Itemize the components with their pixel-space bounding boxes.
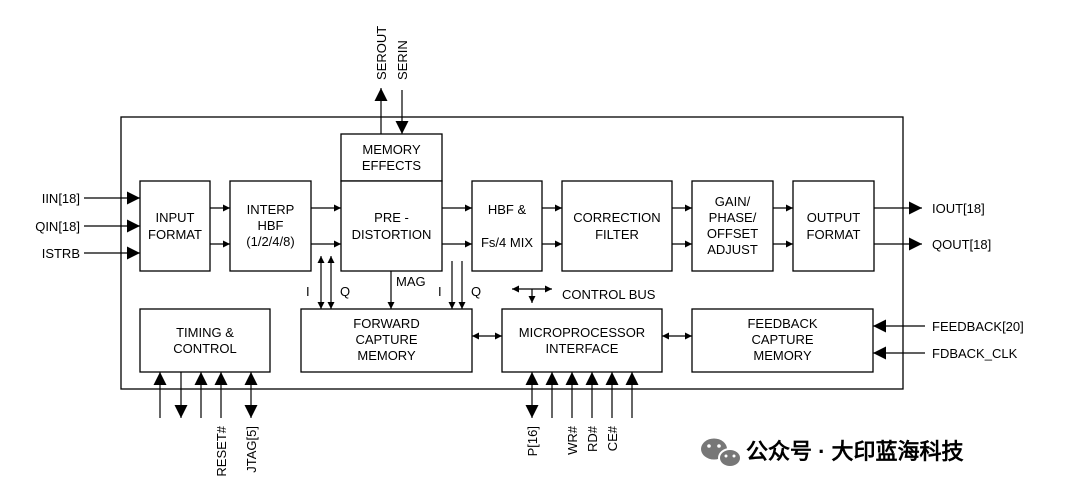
block-correction-filter: CORRECTION FILTER xyxy=(561,180,673,272)
output-format-line-2: FORMAT xyxy=(807,227,861,242)
hbf-mix-line-2: Fs/4 MIX xyxy=(481,235,533,250)
rd-label: RD# xyxy=(585,425,600,452)
input-format-line-1: INPUT xyxy=(156,210,195,225)
block-pre-distortion: PRE - DISTORTION xyxy=(340,180,443,272)
gain-phase-line-4: ADJUST xyxy=(707,242,758,257)
gain-phase-line-3: OFFSET xyxy=(707,226,758,241)
block-forward-capture-memory: FORWARD CAPTURE MEMORY xyxy=(300,308,473,373)
mag-label: MAG xyxy=(396,274,426,289)
interp-hbf-line-2: HBF xyxy=(258,218,284,233)
serin-label: SERIN xyxy=(395,40,410,80)
block-feedback-capture-memory: FEEDBACK CAPTURE MEMORY xyxy=(691,308,874,373)
iout-label: IOUT[18] xyxy=(932,201,985,216)
qout-label: QOUT[18] xyxy=(932,237,991,252)
memory-effects-line-1: MEMORY xyxy=(362,142,421,157)
control-bus-label: CONTROL BUS xyxy=(562,287,656,302)
interp-hbf-line-1: INTERP xyxy=(247,202,295,217)
timing-pins: RESET# JTAG[5] xyxy=(153,372,259,477)
correction-filter-line-1: CORRECTION xyxy=(573,210,660,225)
timing-control-line-2: CONTROL xyxy=(173,341,237,356)
forward-capture-line-3: MEMORY xyxy=(357,348,416,363)
forward-capture-line-2: CAPTURE xyxy=(355,332,417,347)
feedback-signals: FEEDBACK[20] FDBACK_CLK xyxy=(873,319,1024,361)
block-hbf-mix: HBF & Fs/4 MIX xyxy=(471,180,543,272)
istrb-label: ISTRB xyxy=(42,246,80,261)
block-input-format: INPUT FORMAT xyxy=(139,180,211,272)
timing-control-line-1: TIMING & xyxy=(176,325,234,340)
feedback-capture-line-3: MEMORY xyxy=(753,348,812,363)
block-gain-phase-offset: GAIN/ PHASE/ OFFSET ADJUST xyxy=(691,180,774,272)
block-memory-effects: MEMORY EFFECTS xyxy=(340,133,443,182)
pre-distortion-line-2: DISTORTION xyxy=(352,227,432,242)
block-microprocessor-interface: MICROPROCESSOR INTERFACE xyxy=(501,308,663,373)
gain-phase-line-1: GAIN/ xyxy=(715,194,751,209)
iin-label: IIN[18] xyxy=(42,191,80,206)
correction-filter-line-2: FILTER xyxy=(595,227,639,242)
output-format-line-1: OUTPUT xyxy=(807,210,861,225)
block-interp-hbf: INTERP HBF (1/2/4/8) xyxy=(229,180,312,272)
watermark: 公众号 · 大印蓝海科技 xyxy=(701,438,965,468)
serial-signals: SEROUT SERIN xyxy=(374,26,410,134)
block-output-format: OUTPUT FORMAT xyxy=(792,180,875,272)
output-signals: IOUT[18] QOUT[18] xyxy=(874,201,991,252)
tap-i-pre-label: I xyxy=(306,284,310,299)
jtag-label: JTAG[5] xyxy=(244,426,259,473)
input-signals: IIN[18] QIN[18] ISTRB xyxy=(35,191,140,261)
ce-label: CE# xyxy=(605,425,620,451)
feedback-capture-line-1: FEEDBACK xyxy=(747,316,817,331)
watermark-text: 公众号 · 大印蓝海科技 xyxy=(746,439,965,464)
tap-q-post-label: Q xyxy=(471,284,481,299)
gain-phase-line-2: PHASE/ xyxy=(709,210,757,225)
memory-effects-line-2: EFFECTS xyxy=(362,158,422,173)
serout-label: SEROUT xyxy=(374,26,389,80)
microprocessor-line-1: MICROPROCESSOR xyxy=(519,325,645,340)
wr-label: WR# xyxy=(565,425,580,455)
tap-i-post-label: I xyxy=(438,284,442,299)
fdback-clk-label: FDBACK_CLK xyxy=(932,346,1018,361)
input-format-line-2: FORMAT xyxy=(148,227,202,242)
hbf-mix-line-1: HBF & xyxy=(488,202,527,217)
control-bus: CONTROL BUS xyxy=(472,285,692,340)
wechat-icon xyxy=(701,438,742,468)
capture-taps: I Q MAG I Q xyxy=(306,256,481,309)
feedback-label: FEEDBACK[20] xyxy=(932,319,1024,334)
block-timing-control: TIMING & CONTROL xyxy=(139,308,271,373)
mpu-pins: P[16] WR# RD# CE# xyxy=(525,372,639,456)
tap-q-pre-label: Q xyxy=(340,284,350,299)
pre-distortion-line-1: PRE - xyxy=(374,210,409,225)
forward-capture-line-1: FORWARD xyxy=(353,316,419,331)
p16-label: P[16] xyxy=(525,426,540,456)
reset-label: RESET# xyxy=(214,425,229,476)
datapath-connections xyxy=(210,204,793,248)
interp-hbf-line-3: (1/2/4/8) xyxy=(246,234,294,249)
microprocessor-line-2: INTERFACE xyxy=(546,341,619,356)
feedback-capture-line-2: CAPTURE xyxy=(751,332,813,347)
qin-label: QIN[18] xyxy=(35,219,80,234)
